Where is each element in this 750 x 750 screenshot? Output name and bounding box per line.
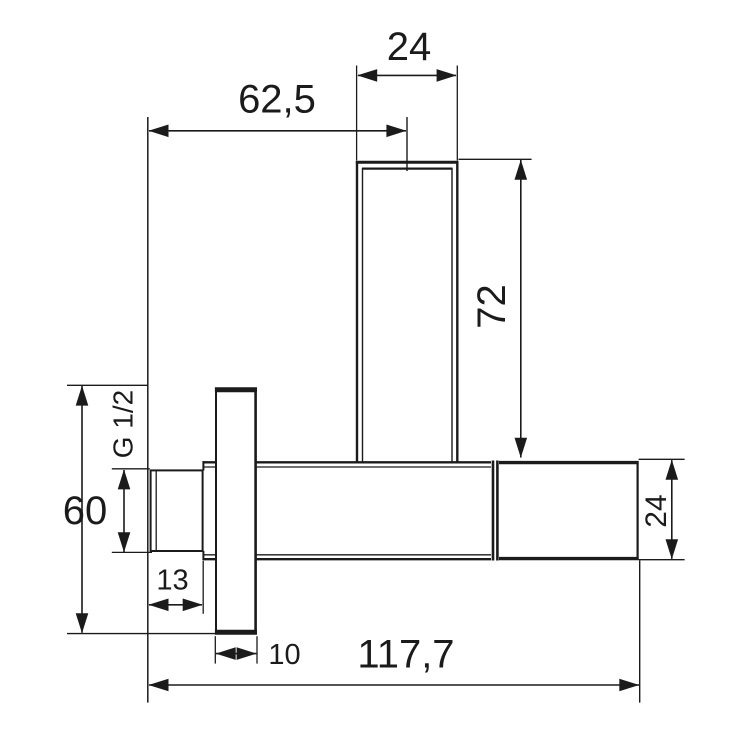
dim-spigot-length: 13	[148, 560, 204, 614]
dim-flange-height: 60	[63, 384, 216, 635]
valve-body	[202, 460, 639, 561]
wall-flange	[214, 387, 257, 635]
dim-label-body-height: 24	[640, 494, 673, 527]
dim-tube-height: 72	[458, 158, 532, 458]
dim-label-overall-length: 117,7	[357, 633, 454, 677]
arrowhead-up	[75, 385, 89, 406]
arrowhead-down	[514, 437, 528, 458]
arrowhead-right	[182, 598, 203, 612]
arrowhead-down	[75, 613, 89, 634]
arrowhead-left	[357, 69, 378, 82]
thread-spigot	[149, 469, 204, 552]
arrowhead-right	[619, 678, 640, 692]
dim-offset-to-tube-axis: 62,5	[148, 78, 408, 171]
arrowhead-up	[514, 159, 528, 180]
dim-overall-length: 117,7	[148, 560, 641, 703]
arrowhead-left	[148, 678, 169, 692]
arrowhead-up	[665, 459, 679, 480]
arrowhead-left	[148, 598, 169, 612]
dim-tube-width-top: 24	[355, 25, 458, 161]
dim-flange-thickness: 10	[214, 636, 301, 671]
arrowhead-up	[117, 469, 131, 490]
arrowhead-right	[236, 647, 257, 660]
arrowhead-left	[148, 124, 169, 138]
dim-label-thread-size: G 1/2	[108, 390, 139, 458]
arrowhead-down	[665, 539, 679, 560]
dim-thread-size: G 1/2	[108, 390, 152, 554]
dim-label-tube-width-top: 24	[387, 25, 432, 69]
arrowhead-left	[215, 647, 236, 660]
arrowhead-right	[436, 69, 457, 82]
dim-label-flange-thickness: 10	[268, 639, 300, 671]
vertical-tube	[355, 160, 459, 462]
dim-body-height: 24	[638, 458, 685, 561]
arrowhead-down	[117, 532, 131, 553]
dim-label-offset: 62,5	[238, 78, 316, 122]
arrowhead-right	[386, 124, 407, 138]
dim-label-tube-height: 72	[470, 284, 514, 329]
dim-label-spigot-length: 13	[156, 565, 188, 597]
dim-label-flange-height: 60	[63, 489, 108, 533]
